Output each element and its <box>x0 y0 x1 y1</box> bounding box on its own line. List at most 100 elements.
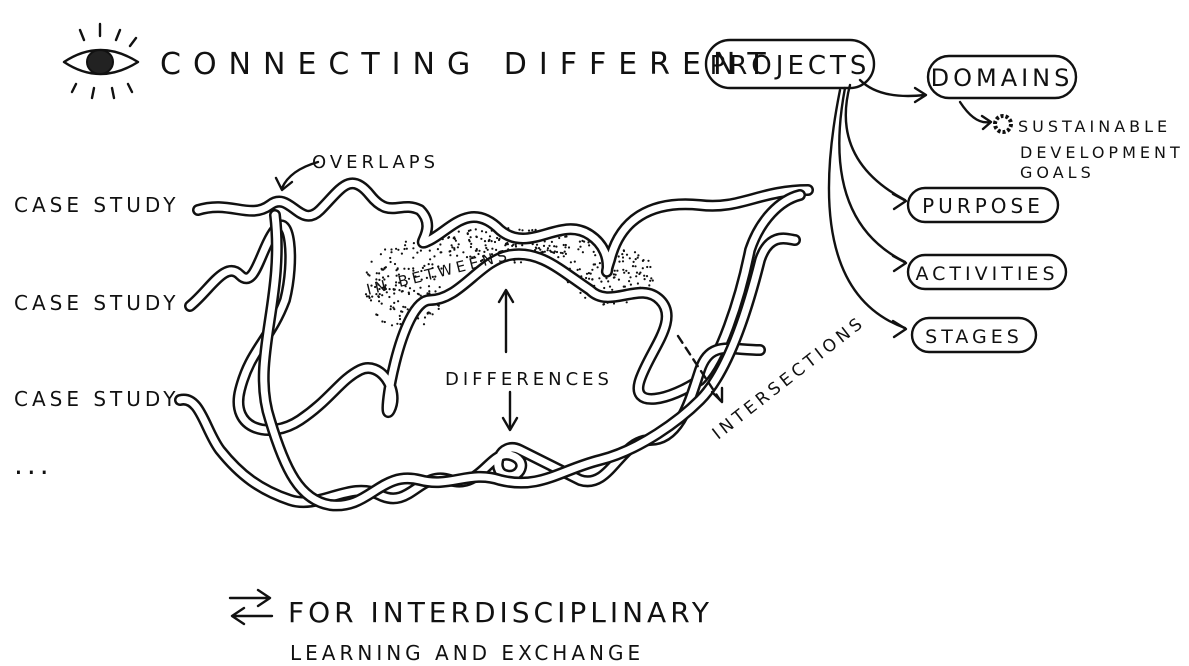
stipple-dot <box>475 228 477 230</box>
more-cases-ellipsis: ... <box>14 448 53 481</box>
stipple-dot <box>403 268 405 270</box>
stipple-dot <box>447 237 449 239</box>
stipple-dot <box>597 266 599 268</box>
stipple-dot <box>564 251 566 253</box>
stipple-dot <box>642 260 644 262</box>
stipple-dot <box>626 301 628 303</box>
stipple-dot <box>403 248 405 250</box>
stipple-dot <box>630 284 632 286</box>
stipple-dot <box>393 302 395 304</box>
stipple-dot <box>429 258 431 260</box>
stipple-dot <box>639 272 641 274</box>
stipple-dot <box>551 241 553 243</box>
stipple-dot <box>615 274 617 276</box>
stipple-dot <box>521 229 523 231</box>
stipple-dot <box>515 244 517 246</box>
purpose-label: PURPOSE <box>922 194 1044 218</box>
stipple-dot <box>565 244 567 246</box>
stipple-dot <box>585 277 587 279</box>
stipple-dot <box>488 239 490 241</box>
stipple-dot <box>432 313 434 315</box>
stipple-dot <box>512 244 514 246</box>
stipple-dot <box>449 250 451 252</box>
stipple-dot <box>390 251 392 253</box>
stipple-dot <box>408 292 410 294</box>
stipple-dot <box>548 245 550 247</box>
stipple-dot <box>622 256 624 258</box>
stipple-dot <box>647 260 649 262</box>
stipple-dot <box>634 251 636 253</box>
stipple-dot <box>628 272 630 274</box>
stipple-dot <box>427 312 429 314</box>
stipple-dot <box>390 308 392 310</box>
stipple-dot <box>607 280 609 282</box>
stipple-dot <box>485 231 487 233</box>
stipple-dot <box>557 256 559 258</box>
stipple-dot <box>384 248 386 250</box>
stipple-dot <box>531 229 533 231</box>
stipple-dot <box>646 275 648 277</box>
case-study-label-2: CASE STUDY <box>14 291 179 315</box>
stipple-dot <box>378 300 380 302</box>
stipple-dot <box>579 268 581 270</box>
stipple-dot <box>586 273 588 275</box>
stipple-dot <box>648 284 650 286</box>
stipple-dot <box>618 255 620 257</box>
stipple-dot <box>637 254 639 256</box>
stipple-dot <box>514 261 516 263</box>
stipple-dot <box>518 229 520 231</box>
stipple-dot <box>599 262 601 264</box>
stipple-dot <box>652 279 654 281</box>
stipple-dot <box>453 237 455 239</box>
stipple-dot <box>404 244 406 246</box>
case-study-label-3: CASE STUDY <box>14 387 179 411</box>
stipple-dot <box>563 244 565 246</box>
stipple-dot <box>453 249 455 251</box>
domains-node: DOMAINS <box>928 56 1076 98</box>
stipple-dot <box>594 263 596 265</box>
differences-label: DIFFERENCES <box>445 369 613 390</box>
stipple-dot <box>634 265 636 267</box>
stipple-dot <box>451 246 453 248</box>
case-study-roads <box>180 183 808 505</box>
stipple-dot <box>614 270 616 272</box>
stages-node: STAGES <box>912 318 1036 352</box>
activities-node: ACTIVITIES <box>908 255 1066 289</box>
stipple-dot <box>553 245 555 247</box>
stipple-dot <box>498 238 500 240</box>
stipple-dot <box>625 270 627 272</box>
stipple-dot <box>622 269 624 271</box>
stipple-dot <box>588 244 590 246</box>
stipple-dot <box>544 251 546 253</box>
stipple-dot <box>547 247 549 249</box>
differences-arrows <box>499 290 517 430</box>
stipple-dot <box>602 303 604 305</box>
case-study-label-1: CASE STUDY <box>14 193 179 217</box>
stipple-dot <box>428 290 430 292</box>
stipple-dot <box>423 323 425 325</box>
stipple-dot <box>380 253 382 255</box>
stipple-dot <box>649 266 651 268</box>
stipple-dot <box>536 244 538 246</box>
stipple-dot <box>376 272 378 274</box>
stipple-dot <box>397 267 399 269</box>
stipple-dot <box>437 248 439 250</box>
stipple-dot <box>381 320 383 322</box>
stipple-dot <box>555 246 557 248</box>
stipple-dot <box>489 235 491 237</box>
footer-line-1: FOR INTERDISCIPLINARY <box>288 596 713 629</box>
stipple-dot <box>404 306 406 308</box>
stipple-dot <box>405 241 407 243</box>
stipple-dot <box>439 243 441 245</box>
stipple-dot <box>622 260 624 262</box>
stipple-dot <box>628 280 630 282</box>
stipple-dot <box>611 289 613 291</box>
stipple-dot <box>412 257 414 259</box>
stipple-dot <box>562 252 564 254</box>
stipple-dot <box>547 249 549 251</box>
stipple-dot <box>470 246 472 248</box>
stipple-dot <box>582 251 584 253</box>
stipple-dot <box>401 253 403 255</box>
stipple-dot <box>440 251 442 253</box>
